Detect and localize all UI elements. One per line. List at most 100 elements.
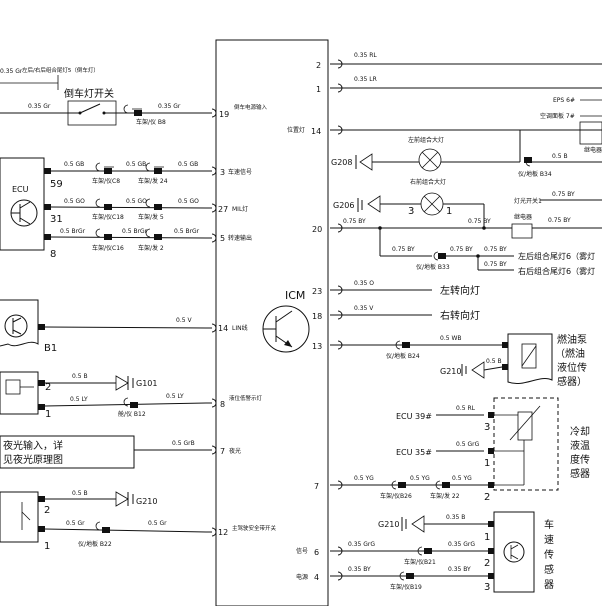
svg-text:度传: 度传 <box>570 453 590 466</box>
svg-text:EPS 6#: EPS 6# <box>553 97 575 104</box>
svg-text:ECU: ECU <box>12 185 29 194</box>
svg-text:0.5 GO: 0.5 GO <box>64 198 85 205</box>
svg-text:0.35 BY: 0.35 BY <box>448 566 471 573</box>
svg-text:车架/仪C18: 车架/仪C18 <box>92 213 124 221</box>
pin-19: 19 <box>219 110 229 119</box>
svg-text:车架/仪B19: 车架/仪B19 <box>390 583 422 591</box>
svg-text:感: 感 <box>544 563 554 576</box>
seat-belt-switch: 2 1 0.5 B G210 0.5 Gr 0.5 Gr 仪/地板 B22 <box>0 490 207 552</box>
svg-text:0.35 Gr: 0.35 Gr <box>158 103 181 110</box>
svg-text:1: 1 <box>484 532 490 543</box>
svg-text:0.75 BY: 0.75 BY <box>548 217 571 224</box>
svg-text:G101: G101 <box>136 379 157 388</box>
eps-ac-panel: EPS 6# 空调面板 7# 继电器 <box>340 97 602 154</box>
svg-text:0.5 GO: 0.5 GO <box>126 198 147 205</box>
svg-text:2: 2 <box>316 61 321 70</box>
svg-text:车架/仪B26: 车架/仪B26 <box>380 492 412 500</box>
svg-text:0.75 BY: 0.75 BY <box>484 246 507 253</box>
lin-module-b1: B1 0.5 V <box>0 299 207 354</box>
svg-text:0.75 BY: 0.75 BY <box>484 261 507 268</box>
svg-text:0.35 O: 0.35 O <box>354 280 374 287</box>
svg-text:0.5 B: 0.5 B <box>552 153 568 160</box>
reverse-switch: 倒车灯开关 0.35 Gr 0.35 Gr 车架/仪 B8 <box>0 87 206 126</box>
svg-text:14: 14 <box>311 127 321 136</box>
icm-right-pins: 2 0.35 RL 1 0.35 LR 位置灯 14 20 0.75 BY 23… <box>287 52 602 582</box>
svg-text:传: 传 <box>544 549 554 561</box>
pin-27-label: MIL灯 <box>232 205 248 213</box>
svg-text:1: 1 <box>44 541 50 552</box>
svg-text:0.35 GrG: 0.35 GrG <box>348 541 375 548</box>
pin-5-label: 转速输出 <box>228 234 252 242</box>
svg-text:左后组合尾灯6（雾灯: 左后组合尾灯6（雾灯 <box>518 251 595 261</box>
svg-text:右转向灯: 右转向灯 <box>440 309 480 322</box>
svg-text:右前组合大灯: 右前组合大灯 <box>410 178 446 186</box>
svg-text:0.5 Gr: 0.5 Gr <box>148 520 167 527</box>
ecu-pin-59: 59 <box>50 179 63 190</box>
svg-text:0.5 GO: 0.5 GO <box>178 198 199 205</box>
svg-text:舱/仪 B12: 舱/仪 B12 <box>118 410 146 418</box>
icm-left-pins: 19 倒车电源输入 3 车速信号 27 MIL灯 5 转速输出 14 LIN线 … <box>218 103 277 537</box>
svg-text:0.5 YG: 0.5 YG <box>354 475 374 482</box>
svg-text:0.5 GrG: 0.5 GrG <box>456 441 480 448</box>
svg-text:ECU 39#: ECU 39# <box>396 412 432 421</box>
svg-text:0.35 V: 0.35 V <box>354 305 374 312</box>
icm-box <box>215 39 329 606</box>
night-light-note: 夜光输入，详 见夜光原理图 0.5 GrB <box>0 435 206 469</box>
svg-text:仪/地板 B24: 仪/地板 B24 <box>386 352 420 360</box>
pin-14-label: LIN线 <box>232 324 248 332</box>
svg-text:液温: 液温 <box>570 439 590 452</box>
svg-text:0.5 LY: 0.5 LY <box>70 396 88 403</box>
svg-text:0.35 Gr: 0.35 Gr <box>28 103 51 110</box>
svg-text:G210: G210 <box>378 520 399 529</box>
svg-text:车架/发 2: 车架/发 2 <box>138 244 164 252</box>
pin-12: 12 <box>218 528 228 537</box>
speed-sensor: G210 0.35 B 0.35 GrG 0.35 GrG 车架/仪B21 0.… <box>340 511 554 593</box>
ecu-wires: 0.5 GB 0.5 GB 0.5 GB 车架/仪C8 车架/发 24 0.5 … <box>50 161 207 252</box>
svg-text:2: 2 <box>484 558 490 569</box>
svg-text:车: 车 <box>544 518 554 531</box>
svg-text:0.35 GrG: 0.35 GrG <box>448 541 475 548</box>
svg-text:1: 1 <box>316 85 321 94</box>
svg-text:3: 3 <box>408 206 414 217</box>
svg-text:G210: G210 <box>136 497 157 506</box>
svg-text:23: 23 <box>312 287 322 296</box>
coolant-sensor: ECU 39# 0.5 RL ECU 35# 0.5 GrG 3 1 2 冷却 … <box>340 397 590 503</box>
svg-text:1: 1 <box>45 409 51 420</box>
pin-19-label: 倒车电源输入 <box>234 103 268 111</box>
svg-text:夜光输入，详: 夜光输入，详 <box>3 439 63 452</box>
svg-text:灯光开关1: 灯光开关1 <box>514 197 542 205</box>
svg-text:ECU 35#: ECU 35# <box>396 448 432 457</box>
svg-text:继电器: 继电器 <box>514 213 532 221</box>
svg-text:仪/地板 B33: 仪/地板 B33 <box>416 263 450 271</box>
svg-text:车架/仪B21: 车架/仪B21 <box>404 558 436 566</box>
svg-text:信号: 信号 <box>296 547 308 555</box>
svg-text:18: 18 <box>312 312 322 321</box>
fuel-pump: 0.5 WB 仪/地板 B24 0.5 B G210 燃油泵 （燃油 液位传 感… <box>340 333 587 388</box>
svg-text:0.5 Gr: 0.5 Gr <box>66 520 85 527</box>
svg-text:0.5 GB: 0.5 GB <box>178 161 198 168</box>
svg-text:燃油泵: 燃油泵 <box>557 333 587 346</box>
svg-text:G208: G208 <box>331 158 352 167</box>
svg-text:0.5 GB: 0.5 GB <box>126 161 146 168</box>
svg-text:冷却: 冷却 <box>570 425 590 438</box>
pin-14: 14 <box>218 324 228 333</box>
svg-text:（燃油: （燃油 <box>555 347 585 360</box>
svg-text:左转向灯: 左转向灯 <box>440 284 480 297</box>
pin-3: 3 <box>220 168 225 177</box>
pin-7-label: 夜光 <box>229 447 241 455</box>
pin-5: 5 <box>220 234 225 243</box>
svg-text:0.35 BY: 0.35 BY <box>348 566 371 573</box>
level-switch: 2 1 0.5 B G101 0.5 LY 0.5 LY 舱/仪 B12 <box>0 371 207 420</box>
svg-text:电源: 电源 <box>296 573 308 581</box>
svg-text:位置灯: 位置灯 <box>287 126 305 134</box>
ecu-pin-8: 8 <box>50 249 56 260</box>
svg-text:G206: G206 <box>333 201 354 210</box>
svg-text:2: 2 <box>44 505 50 516</box>
svg-text:车架/发 24: 车架/发 24 <box>138 177 168 185</box>
ecu-pin-31: 31 <box>50 214 63 225</box>
svg-text:车架/仪 B8: 车架/仪 B8 <box>136 118 166 126</box>
svg-text:速: 速 <box>544 534 554 546</box>
svg-text:3: 3 <box>484 422 490 433</box>
svg-text:左后/右后组合尾灯5（倒车灯）: 左后/右后组合尾灯5（倒车灯） <box>22 66 99 74</box>
